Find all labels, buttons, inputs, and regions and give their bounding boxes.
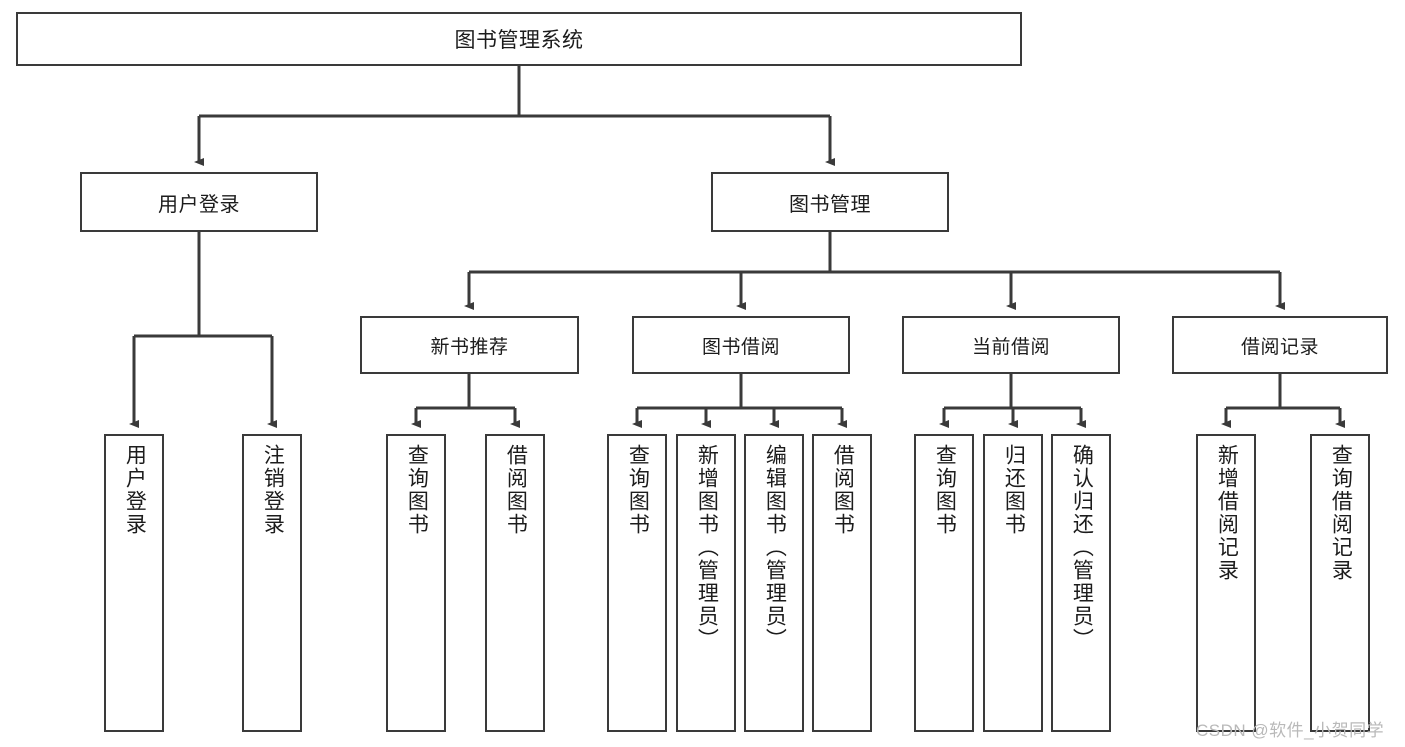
node-leaf-borrow-edit[interactable]: 编辑图书（管理员） xyxy=(744,434,804,732)
node-leaf-cur-return-label: 归还图书 xyxy=(1002,444,1026,536)
node-leaf-rec-add-label: 新增借阅记录 xyxy=(1215,444,1239,582)
node-borrow-record[interactable]: 借阅记录 xyxy=(1172,316,1388,374)
node-leaf-cur-return[interactable]: 归还图书 xyxy=(983,434,1043,732)
node-leaf-borrow-add-label: 新增图书（管理员） xyxy=(695,444,719,651)
node-user-login[interactable]: 用户登录 xyxy=(80,172,318,232)
node-new-book-rec-label: 新书推荐 xyxy=(430,336,509,358)
node-leaf-cur-query-label: 查询图书 xyxy=(933,444,957,536)
node-leaf-rec-query[interactable]: 查询图书 xyxy=(386,434,446,732)
node-leaf-cur-confirm-label: 确认归还（管理员） xyxy=(1070,444,1094,651)
node-leaf-rec-borrow[interactable]: 借阅图书 xyxy=(485,434,545,732)
node-leaf-borrow-add[interactable]: 新增图书（管理员） xyxy=(676,434,736,732)
node-user-login-label: 用户登录 xyxy=(158,193,240,216)
node-leaf-cur-query[interactable]: 查询图书 xyxy=(914,434,974,732)
node-leaf-user-logout[interactable]: 注销登录 xyxy=(242,434,302,732)
node-new-book-rec[interactable]: 新书推荐 xyxy=(360,316,579,374)
node-leaf-borrow-query-label: 查询图书 xyxy=(626,444,650,536)
node-root-label: 图书管理系统 xyxy=(454,29,584,52)
node-leaf-user-login-label: 用户登录 xyxy=(123,444,147,536)
node-leaf-rec-borrow-label: 借阅图书 xyxy=(504,444,528,536)
node-book-admin-label: 图书管理 xyxy=(789,193,871,216)
watermark: CSDN @软件_小贺同学 xyxy=(1196,721,1385,740)
node-book-borrow-label: 图书借阅 xyxy=(701,336,780,358)
node-book-borrow[interactable]: 图书借阅 xyxy=(632,316,850,374)
node-leaf-rec-add[interactable]: 新增借阅记录 xyxy=(1196,434,1256,732)
node-leaf-borrow-query[interactable]: 查询图书 xyxy=(607,434,667,732)
node-leaf-rec-search[interactable]: 查询借阅记录 xyxy=(1310,434,1370,732)
node-leaf-user-logout-label: 注销登录 xyxy=(261,444,285,536)
node-current-borrow[interactable]: 当前借阅 xyxy=(902,316,1120,374)
node-leaf-user-login[interactable]: 用户登录 xyxy=(104,434,164,732)
node-current-borrow-label: 当前借阅 xyxy=(971,336,1050,358)
node-leaf-rec-query-label: 查询图书 xyxy=(405,444,429,536)
node-leaf-borrow-edit-label: 编辑图书（管理员） xyxy=(763,444,787,651)
node-leaf-borrow-lend[interactable]: 借阅图书 xyxy=(812,434,872,732)
node-book-admin[interactable]: 图书管理 xyxy=(711,172,949,232)
node-root[interactable]: 图书管理系统 xyxy=(16,12,1022,66)
node-borrow-record-label: 借阅记录 xyxy=(1240,336,1319,358)
node-leaf-cur-confirm[interactable]: 确认归还（管理员） xyxy=(1051,434,1111,732)
node-leaf-rec-search-label: 查询借阅记录 xyxy=(1329,444,1353,582)
node-leaf-borrow-lend-label: 借阅图书 xyxy=(831,444,855,536)
